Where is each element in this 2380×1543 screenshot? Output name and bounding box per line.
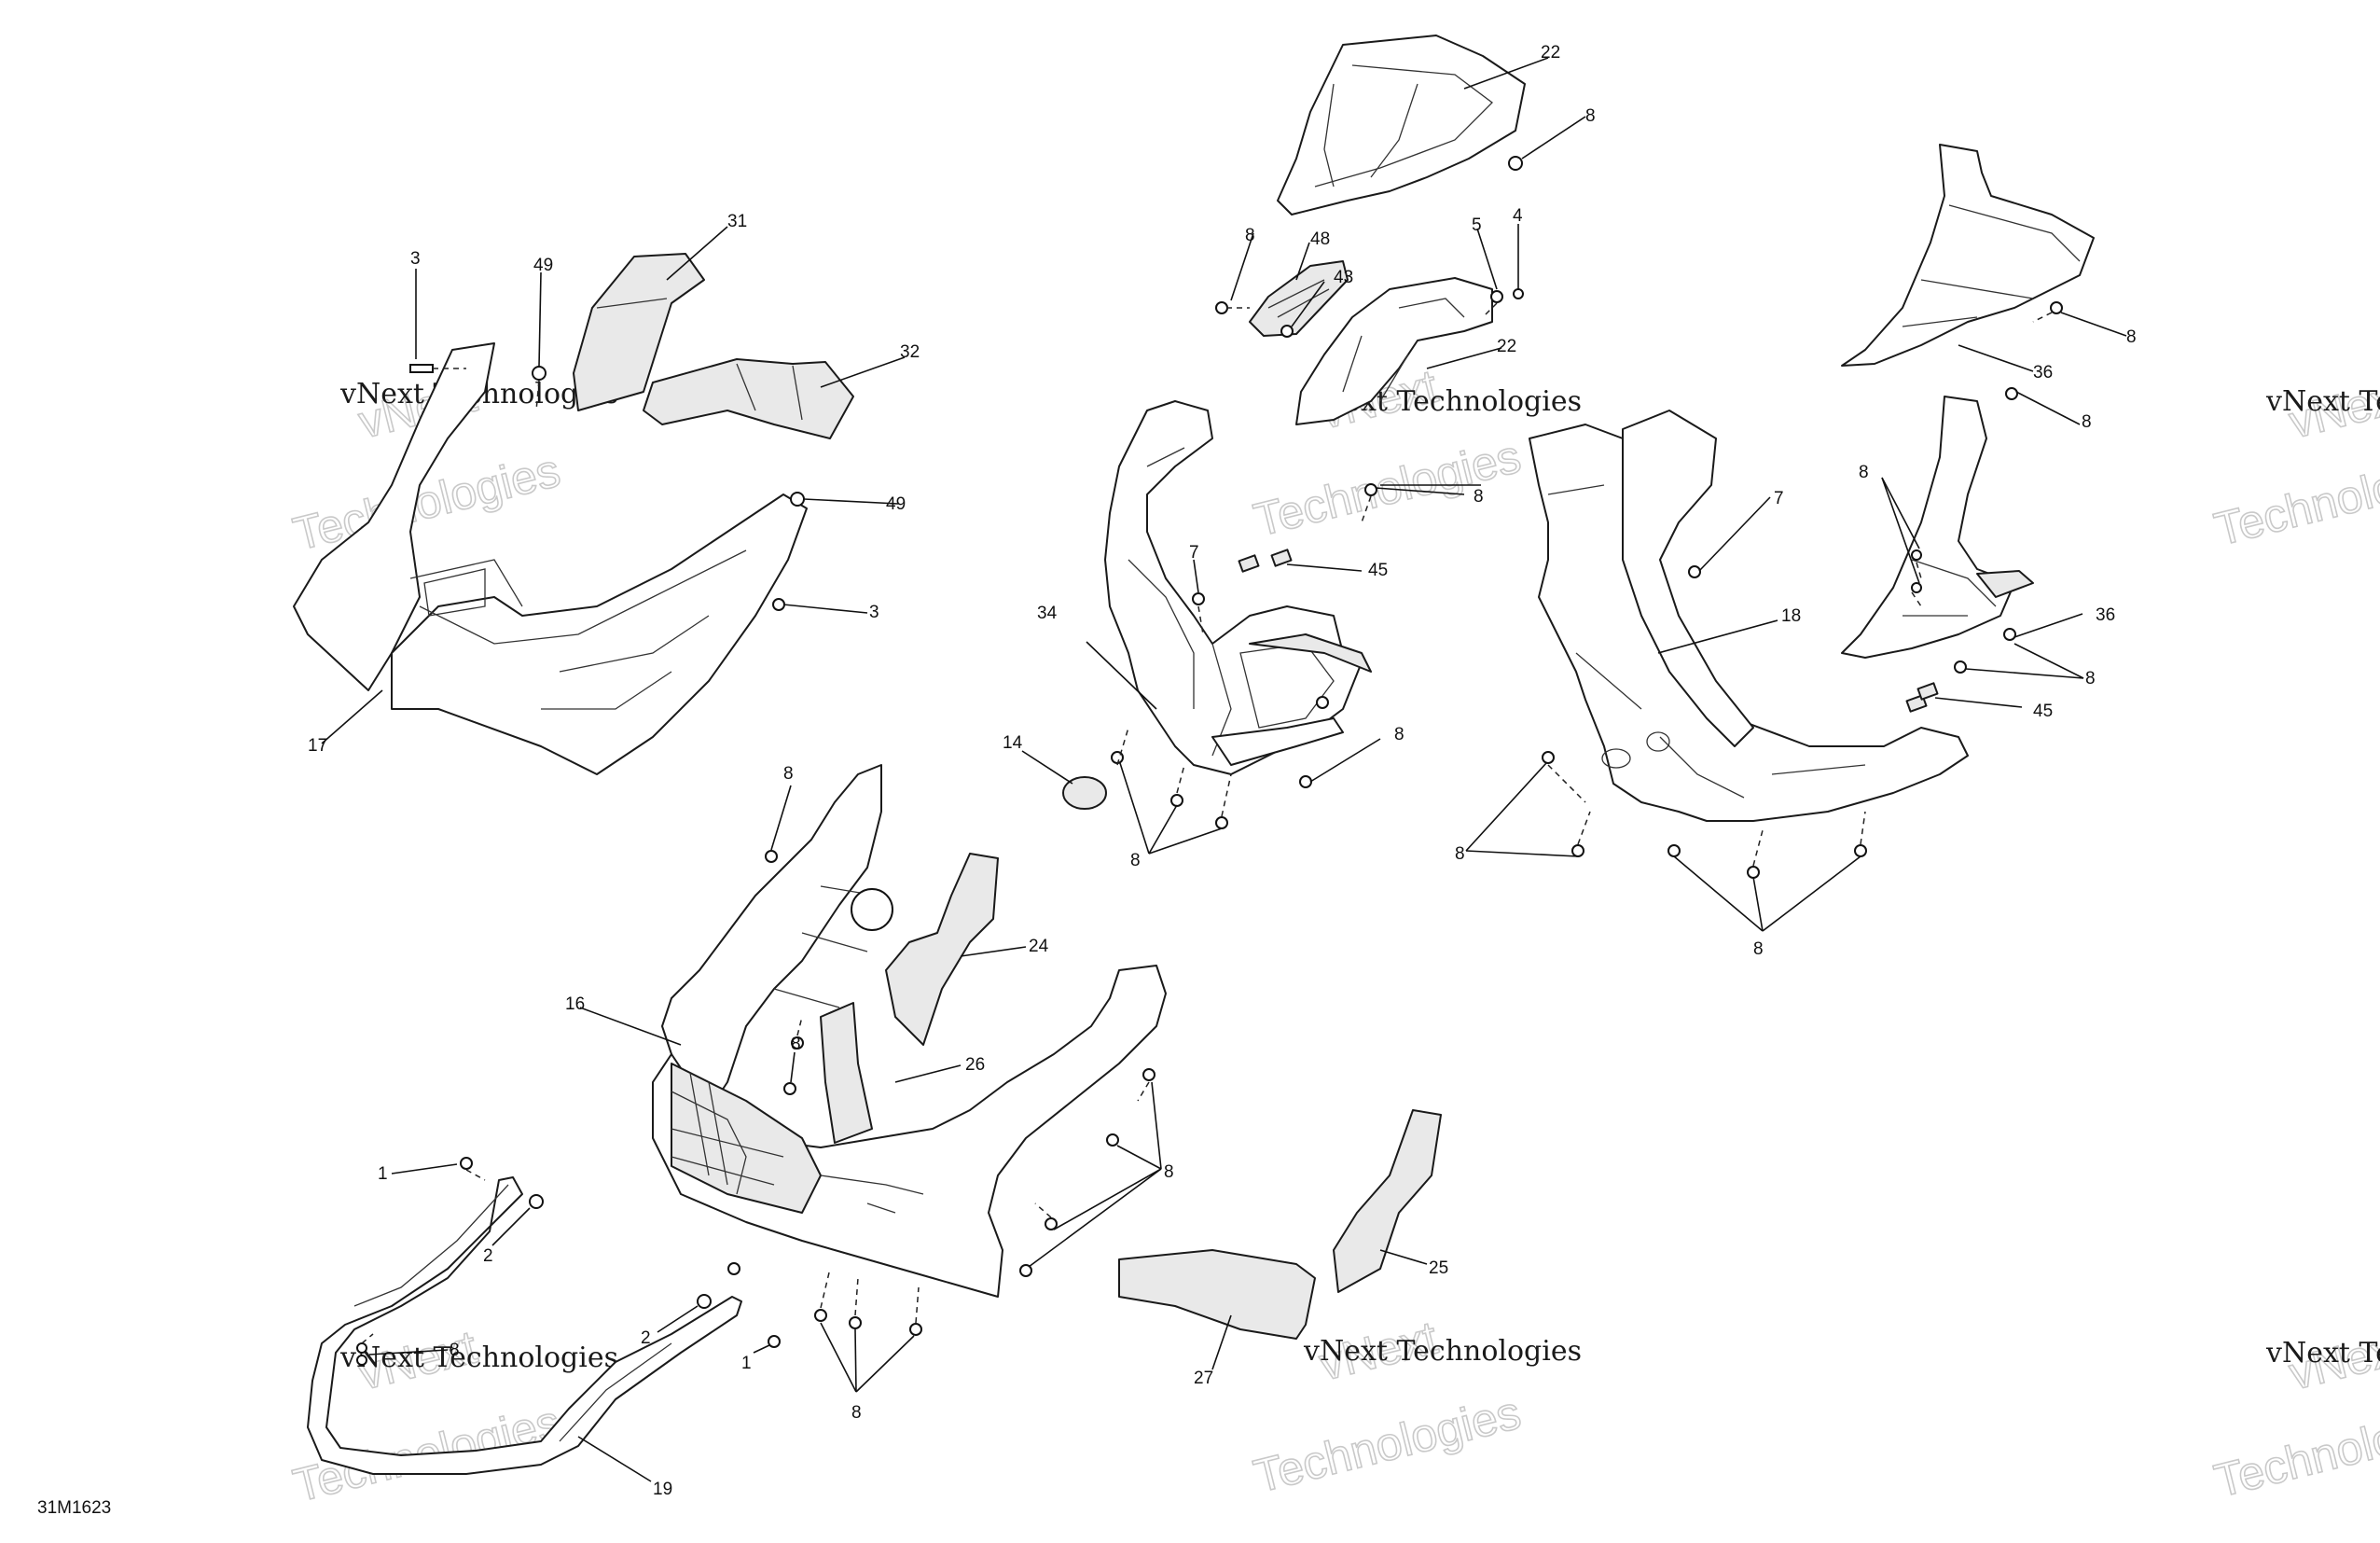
callout-labels: 22 8 31 3 49 32 8 48 43 5 4 22 8 36 8 49…	[308, 43, 2137, 1499]
part-18-floor-panel	[1529, 410, 1969, 822]
part-25-foam-pad	[1333, 1109, 1442, 1293]
part-34-side-panel	[1104, 400, 1372, 775]
callout-8: 8	[1455, 844, 1465, 864]
callout-8: 8	[1859, 463, 1869, 482]
callout-34: 34	[1037, 604, 1058, 623]
callout-49: 49	[533, 256, 553, 275]
assembly-lines	[361, 302, 2053, 1344]
part-24-foam-pad	[885, 853, 999, 1046]
part-36-upper-guard	[1841, 144, 2095, 367]
callout-8: 8	[851, 1403, 862, 1423]
callout-3: 3	[410, 249, 421, 269]
callout-19: 19	[653, 1480, 672, 1499]
callout-22: 22	[1497, 337, 1516, 356]
callout-8: 8	[2085, 669, 2096, 688]
watermark-top-right: Technologies vNext vNext Technologies	[2208, 368, 2380, 557]
callout-14: 14	[1003, 733, 1023, 753]
watermark-bottom-right: Technologies vNext vNext Technologies	[2208, 1320, 2380, 1508]
callout-8: 8	[783, 764, 794, 784]
callout-43: 43	[1334, 268, 1353, 287]
watermark-technologies: Technologies	[2209, 1391, 2380, 1508]
leader-lines	[321, 57, 2127, 1482]
callout-16: 16	[565, 994, 585, 1014]
callout-8: 8	[450, 1341, 460, 1360]
part-19-lower-bar	[307, 1176, 742, 1475]
watermark-text: vNext Technologies	[2265, 1337, 2380, 1369]
callout-3: 3	[869, 603, 879, 622]
callout-7: 7	[1189, 543, 1199, 563]
callout-5: 5	[1472, 215, 1482, 235]
callout-48: 48	[1310, 229, 1330, 249]
callout-8: 8	[1753, 939, 1764, 959]
callout-45: 45	[1368, 561, 1388, 580]
part-14-plug	[1062, 776, 1107, 810]
callout-1: 1	[378, 1164, 388, 1184]
callout-8: 8	[1164, 1162, 1174, 1182]
callout-8: 8	[791, 1035, 801, 1054]
callout-8: 8	[1585, 106, 1596, 126]
callout-25: 25	[1429, 1258, 1448, 1278]
part-45-clip	[1238, 549, 1293, 573]
callout-8: 8	[2126, 327, 2137, 347]
part-27-foam-pad	[1118, 1249, 1316, 1340]
callout-45: 45	[2033, 702, 2053, 721]
watermark-technologies: Technologies	[2209, 439, 2380, 556]
callout-2: 2	[641, 1328, 651, 1348]
callout-17: 17	[308, 736, 327, 756]
callout-27: 27	[1194, 1369, 1213, 1388]
callout-36: 36	[2096, 605, 2115, 625]
callout-8: 8	[1245, 226, 1255, 245]
part-16-front-bumper	[652, 764, 1167, 1298]
watermark-text: vNext Technologies	[2265, 385, 2380, 418]
hardware-fasteners	[356, 156, 2063, 1366]
callout-4: 4	[1513, 206, 1523, 226]
watermark-bottom-middle: Technologies vNext vNext Technologies	[1248, 1311, 1582, 1504]
callout-26: 26	[965, 1055, 985, 1075]
part-31-foam-pad	[573, 253, 705, 411]
part-36-lower-guard	[1841, 396, 2034, 659]
part-22-upper-bracket	[1277, 35, 1526, 215]
callout-24: 24	[1029, 937, 1049, 956]
callout-49: 49	[886, 494, 906, 514]
callout-8: 8	[1130, 851, 1141, 870]
callout-7: 7	[1774, 489, 1784, 508]
part-45-clip-right	[1905, 682, 1939, 713]
part-17-upper-front-cover	[293, 342, 808, 775]
part-48-bracket	[1249, 260, 1349, 337]
callout-8: 8	[1474, 487, 1484, 507]
part-32-foam-pad	[643, 358, 854, 439]
diagram-code: 31M1623	[37, 1498, 111, 1518]
watermark-group: Technologies vNext vNext Technologies Te…	[287, 359, 2380, 1513]
callout-32: 32	[900, 342, 920, 362]
callout-22: 22	[1541, 43, 1560, 63]
watermark-text: vNext Technologies	[339, 1341, 618, 1374]
callout-18: 18	[1781, 606, 1801, 626]
part-26-foam-pad	[820, 1002, 873, 1144]
watermark-text: vNext Technologies	[1303, 1335, 1582, 1368]
callout-1: 1	[741, 1354, 752, 1373]
callout-2: 2	[483, 1246, 493, 1266]
watermark-technologies: Technologies	[1249, 1386, 1526, 1503]
callout-31: 31	[727, 212, 747, 231]
callout-8: 8	[1394, 725, 1404, 744]
callout-36: 36	[2033, 363, 2053, 382]
callout-8: 8	[2082, 412, 2092, 432]
